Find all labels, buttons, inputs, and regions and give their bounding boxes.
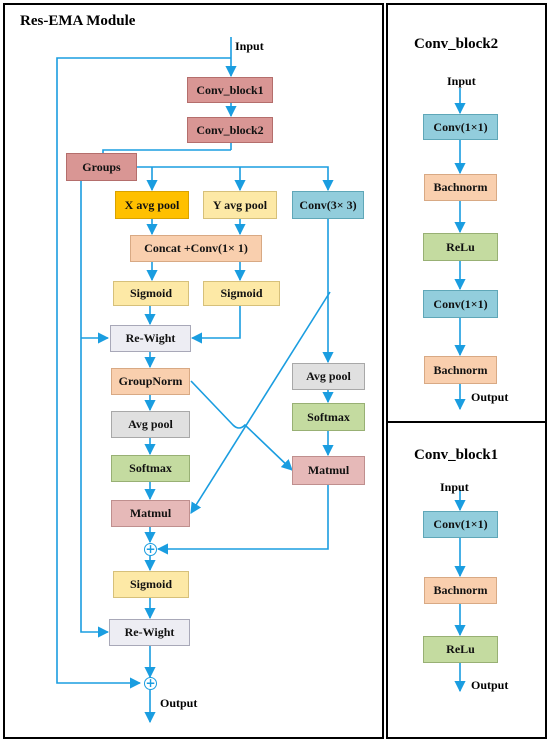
conv-block2-node: Conv_block2 <box>187 117 273 143</box>
sigmoid-right-node: Sigmoid <box>203 281 280 306</box>
add-node-upper: + <box>144 542 157 556</box>
res-ema-input-label: Input <box>235 39 264 53</box>
group-norm-node: GroupNorm <box>111 368 190 395</box>
add-node-lower: + <box>144 676 157 690</box>
avg-pool-left-node: Avg pool <box>111 411 190 438</box>
res-ema-title: Res-EMA Module <box>20 13 136 29</box>
cb1-relu-node: ReLu <box>423 636 498 663</box>
conv-3x3-node: Conv(3× 3) <box>292 191 364 219</box>
y-avg-pool-node: Y avg pool <box>203 191 277 219</box>
conv-block1-input-label: Input <box>440 480 469 494</box>
softmax-right-node: Softmax <box>292 403 365 431</box>
conv-block2-panel <box>386 3 547 423</box>
conv-block2-output-label: Output <box>471 390 509 404</box>
matmul-right-node: Matmul <box>292 456 365 485</box>
cb2-bachnorm1-node: Bachnorm <box>424 174 497 201</box>
conv-block1-output-label: Output <box>471 678 509 692</box>
cb2-bachnorm2-node: Bachnorm <box>424 356 497 384</box>
softmax-left-node: Softmax <box>111 455 190 482</box>
conv-block2-title: Conv_block2 <box>414 36 499 52</box>
sigmoid-bottom-node: Sigmoid <box>113 571 189 598</box>
cb2-conv1-node: Conv(1×1) <box>423 114 498 140</box>
cb2-conv2-node: Conv(1×1) <box>423 290 498 318</box>
concat-conv-node: Concat +Conv(1× 1) <box>130 235 262 262</box>
x-avg-pool-node: X avg pool <box>115 191 189 219</box>
conv-block1-node: Conv_block1 <box>187 77 273 103</box>
cb2-relu-node: ReLu <box>423 233 498 261</box>
conv-block2-input-label: Input <box>447 74 476 88</box>
re-wight-top-node: Re-Wight <box>110 325 191 352</box>
cb1-conv1-node: Conv(1×1) <box>423 511 498 538</box>
res-ema-output-label: Output <box>160 696 198 710</box>
cb1-bachnorm-node: Bachnorm <box>424 577 497 604</box>
matmul-left-node: Matmul <box>111 500 190 527</box>
avg-pool-right-node: Avg pool <box>292 363 365 390</box>
conv-block1-title: Conv_block1 <box>414 447 499 463</box>
groups-node: Groups <box>66 153 137 181</box>
sigmoid-left-node: Sigmoid <box>113 281 189 306</box>
re-wight-bottom-node: Re-Wight <box>109 619 190 646</box>
